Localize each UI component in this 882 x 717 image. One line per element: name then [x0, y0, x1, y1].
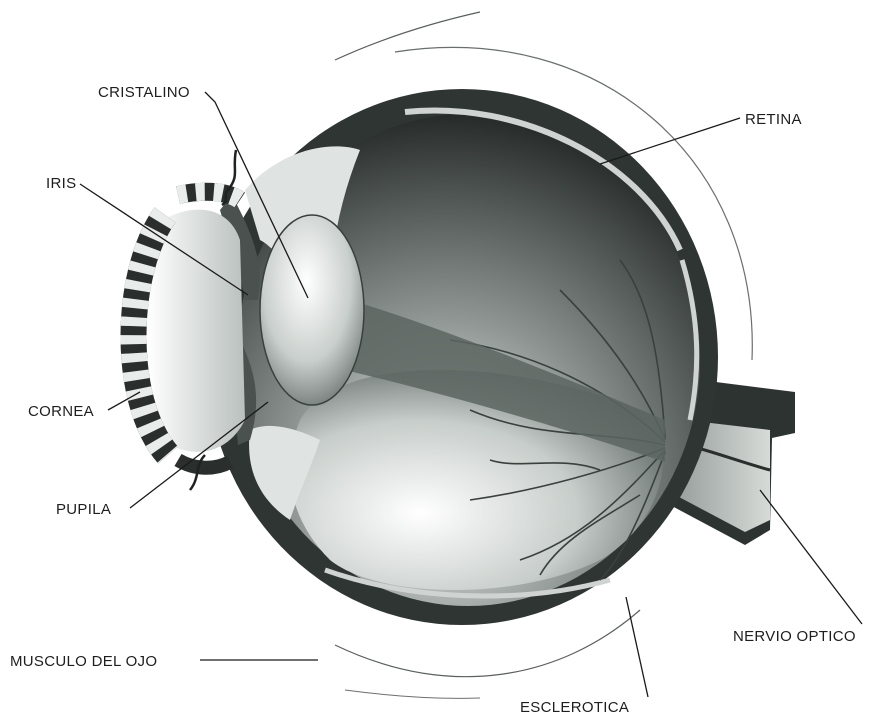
label-esclerotica: ESCLEROTICA: [520, 699, 629, 716]
lens: [260, 215, 364, 405]
label-retina: RETINA: [745, 111, 802, 128]
leader-nervio: [760, 490, 862, 624]
label-nervio-optico: NERVIO OPTICO: [733, 628, 856, 645]
label-iris: IRIS: [46, 175, 76, 192]
muscle-arc-top: [335, 12, 480, 60]
label-pupila: PUPILA: [56, 501, 111, 518]
label-musculo-del-ojo: MUSCULO DEL OJO: [10, 653, 157, 670]
label-cristalino: CRISTALINO: [98, 84, 190, 101]
leader-retina: [600, 118, 740, 164]
label-cornea: CORNEA: [28, 403, 94, 420]
muscle-arc-bottom-2: [345, 690, 480, 698]
